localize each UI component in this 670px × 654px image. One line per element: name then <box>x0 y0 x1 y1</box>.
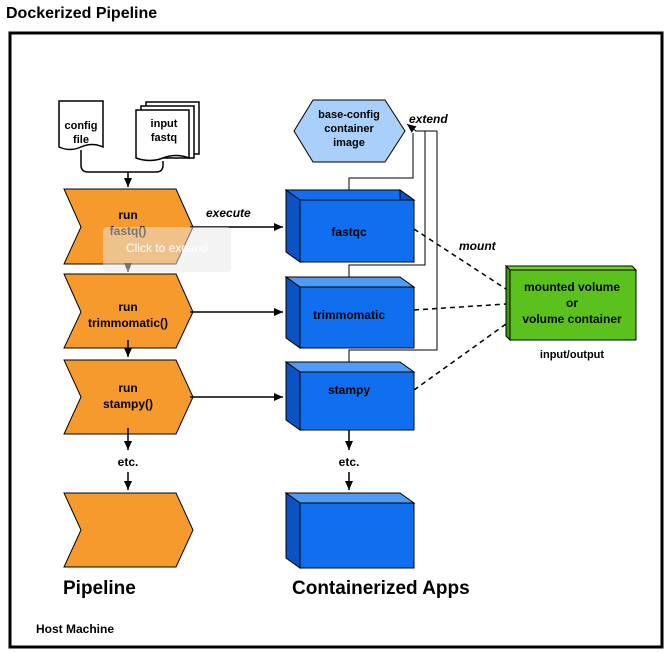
container-fastqc-label: fastqc <box>331 225 367 239</box>
click-to-expand-overlay[interactable]: Click to expand <box>103 227 231 272</box>
mount-line-fastqc <box>413 228 507 290</box>
config-file-label-2: file <box>73 134 89 146</box>
container-trimmomatic: trimmomatic <box>284 276 416 349</box>
pipeline-step-next <box>63 492 194 568</box>
mount-line-trimmomatic <box>413 303 507 311</box>
host-machine-label: Host Machine <box>36 622 114 636</box>
config-to-merge-line <box>80 150 128 173</box>
host-machine-frame <box>8 31 664 649</box>
page-title: Dockerized Pipeline <box>6 5 157 22</box>
pipeline-step-trimmomatic: run trimmomatic() <box>63 273 194 349</box>
volume-line2: or <box>566 296 578 310</box>
base-image-line3: image <box>333 137 365 149</box>
pipeline-step-fastq-line1: run <box>118 208 137 222</box>
fastq-to-merge-line <box>128 161 164 173</box>
base-config-image: base-config container image <box>293 99 406 163</box>
input-fastq-label-2: fastq <box>151 132 177 144</box>
container-trimmomatic-label: trimmomatic <box>313 308 385 322</box>
pipeline-step-trimmomatic-line1: run <box>118 300 137 314</box>
extend-line-stampy <box>348 131 438 362</box>
pipeline-heading: Pipeline <box>63 578 136 599</box>
volume-caption: input/output <box>540 349 604 361</box>
container-next <box>284 492 416 569</box>
pipeline-etc-label: etc. <box>118 455 139 469</box>
apps-etc-label: etc. <box>339 455 360 469</box>
container-stampy: stampy <box>284 361 416 431</box>
container-stampy-label: stampy <box>328 383 370 397</box>
pipeline-step-stampy: run stampy() <box>63 359 194 435</box>
extend-label: extend <box>409 112 448 126</box>
config-file-label-1: config <box>65 120 98 132</box>
extend-line-fastqc <box>348 133 414 190</box>
mounted-volume: mounted volume or volume container <box>504 264 638 342</box>
base-image-line2: container <box>324 123 374 135</box>
config-file-doc: config file <box>58 100 104 151</box>
volume-line1: mounted volume <box>524 280 620 294</box>
input-fastq-label-1: input <box>151 118 178 130</box>
base-image-line1: base-config <box>318 109 380 121</box>
extend-line-trimmomatic <box>348 131 426 277</box>
volume-line3: volume container <box>522 312 622 326</box>
pipeline-step-trimmomatic-line2: trimmomatic() <box>88 316 168 330</box>
mount-label: mount <box>459 239 497 253</box>
mount-line-stampy <box>413 323 507 391</box>
click-to-expand-label[interactable]: Click to expand <box>126 241 208 255</box>
click-to-expand-bg[interactable] <box>103 227 231 272</box>
pipeline-step-stampy-line2: stampy() <box>103 397 153 411</box>
input-fastq-docs: input fastq <box>135 101 200 162</box>
apps-heading: Containerized Apps <box>292 578 470 599</box>
execute-label: execute <box>206 206 251 220</box>
pipeline-step-stampy-line1: run <box>118 381 137 395</box>
extend-arrow <box>406 123 437 133</box>
container-fastqc: fastqc <box>284 189 416 263</box>
